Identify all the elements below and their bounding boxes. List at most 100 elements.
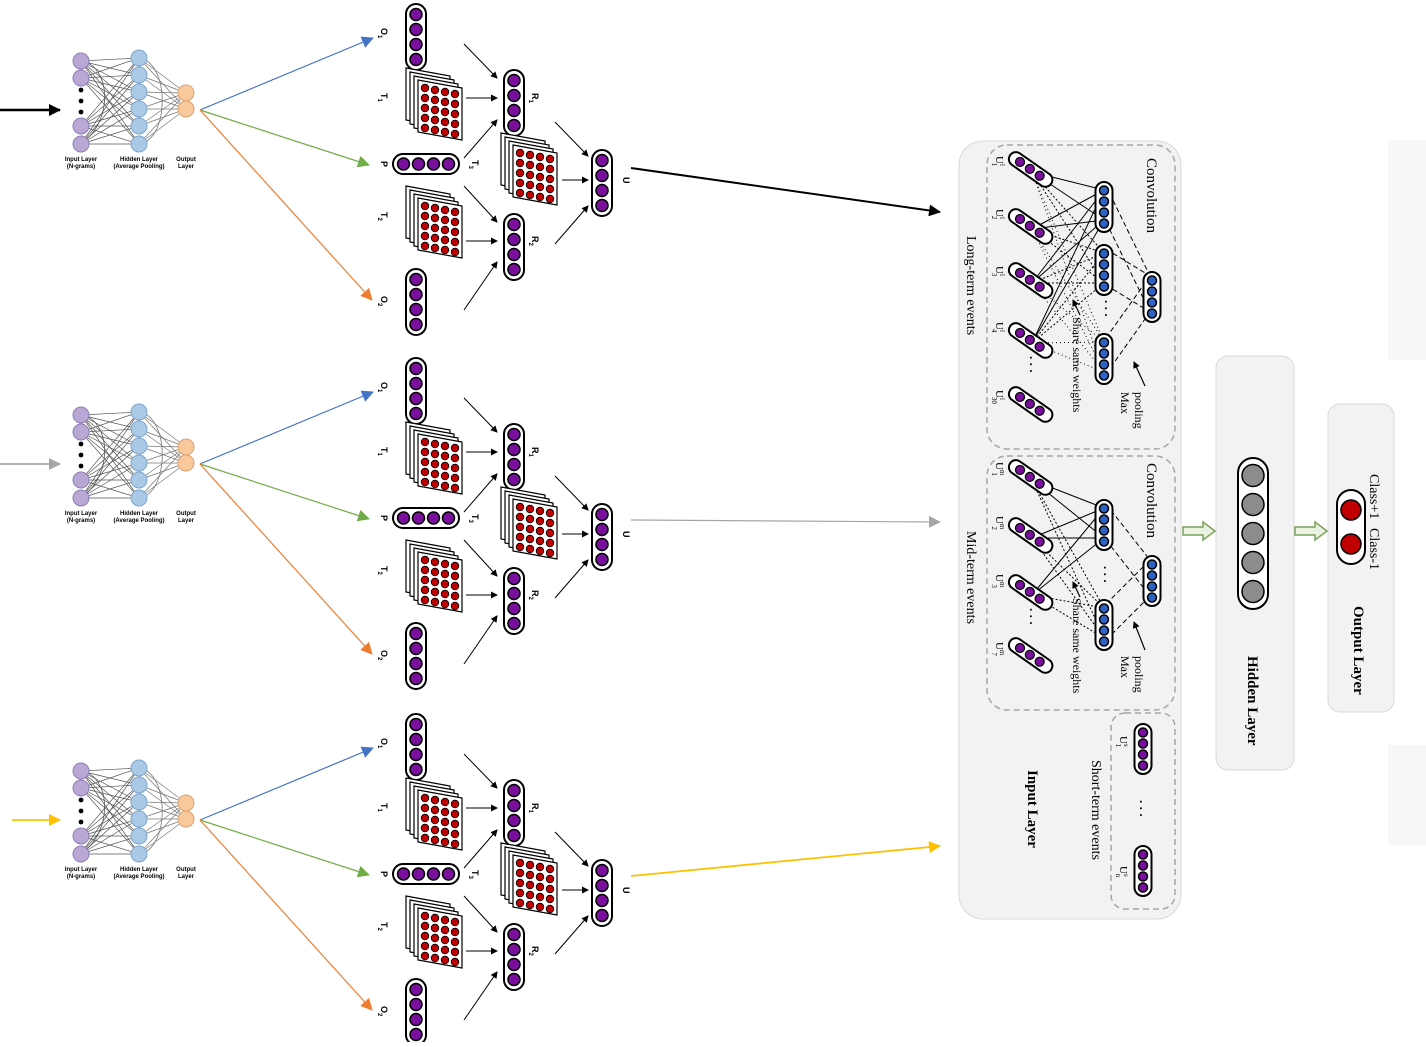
connector — [1031, 479, 1105, 609]
node — [396, 867, 411, 881]
capsule — [1094, 499, 1114, 551]
node — [1034, 341, 1045, 352]
input-layer-label: Input Layer — [65, 511, 98, 517]
connector — [199, 746, 374, 821]
fasttext-network: Input Layer(N-grams)Hidden Layer(Average… — [65, 403, 196, 524]
node — [1146, 559, 1158, 570]
node — [507, 972, 521, 987]
node — [440, 471, 450, 481]
node — [515, 522, 525, 532]
event-vector — [1007, 517, 1054, 554]
r2-label: R2 — [527, 946, 540, 957]
node — [525, 870, 535, 880]
hidden-layer-label: Hidden Layer — [120, 511, 159, 517]
node — [409, 641, 423, 656]
node — [409, 272, 423, 287]
node — [1137, 860, 1149, 871]
r2-label: R2 — [527, 236, 540, 247]
node — [515, 158, 525, 168]
o1-vector — [405, 357, 427, 425]
connector — [463, 971, 498, 1021]
node — [1098, 625, 1110, 636]
connector — [80, 787, 140, 803]
conv-feature-map — [1094, 333, 1114, 385]
node — [409, 391, 423, 406]
max-pooling-label: Max — [1118, 656, 1132, 678]
connector — [463, 43, 498, 79]
connector — [80, 108, 140, 145]
connector — [1031, 219, 1105, 284]
connector — [199, 819, 370, 878]
t2-tensor — [405, 539, 463, 613]
node — [1146, 570, 1158, 581]
node — [440, 127, 450, 137]
node — [507, 586, 521, 601]
output-node — [177, 100, 195, 118]
node — [515, 888, 525, 898]
node — [450, 247, 460, 257]
fasttext-network: Input Layer(N-grams)Hidden Layer(Average… — [65, 49, 196, 170]
node — [1098, 185, 1110, 196]
connector — [80, 428, 140, 499]
p-vector — [392, 863, 460, 885]
node — [450, 839, 460, 849]
connector — [80, 462, 140, 481]
hidden-node — [130, 793, 148, 811]
event-vector — [1007, 386, 1054, 423]
node — [595, 522, 609, 537]
input-layer-label: Input Layer — [65, 157, 98, 163]
node — [545, 528, 555, 538]
connector — [138, 57, 163, 145]
node — [1137, 871, 1149, 882]
node — [1014, 327, 1026, 339]
connector — [80, 57, 140, 127]
connector — [138, 784, 187, 820]
input-layer-sublabel: (N-grams) — [67, 164, 95, 170]
node — [450, 217, 460, 227]
node — [545, 518, 555, 528]
hidden-node — [130, 776, 148, 794]
ellipsis-dot — [78, 797, 84, 803]
r1-vector — [503, 779, 525, 847]
connector — [80, 414, 106, 499]
hidden-layer-label: Hidden Layer — [120, 157, 159, 163]
node — [409, 287, 423, 302]
node — [430, 567, 440, 577]
hidden-layer-sublabel: (Average Pooling) — [113, 874, 164, 880]
node — [440, 797, 450, 807]
node — [1098, 359, 1110, 370]
hidden-node — [130, 117, 148, 135]
node — [440, 235, 450, 245]
r2-label: R2 — [527, 590, 540, 601]
node — [515, 502, 525, 512]
p-label: P — [379, 515, 389, 521]
node — [595, 908, 609, 923]
node — [441, 157, 456, 171]
t2-label: T2 — [376, 212, 389, 222]
connector — [1132, 621, 1146, 651]
node — [545, 174, 555, 184]
ellipsis: . . . — [1027, 356, 1041, 373]
node — [545, 894, 555, 904]
convolution-label: Convolution — [1143, 158, 1159, 234]
node — [1014, 391, 1026, 403]
connector — [80, 818, 140, 837]
node — [450, 917, 460, 927]
capsule — [392, 153, 460, 175]
node — [525, 534, 535, 544]
node — [535, 152, 545, 162]
connector — [138, 446, 187, 481]
node — [1098, 636, 1110, 647]
node — [409, 717, 423, 732]
t3-label: T3 — [467, 870, 480, 880]
node — [440, 87, 450, 97]
node — [450, 453, 460, 463]
node — [450, 109, 460, 119]
node — [535, 546, 545, 556]
node — [420, 921, 430, 931]
node — [525, 880, 535, 890]
node — [1098, 196, 1110, 207]
node — [535, 892, 545, 902]
t1-label: T1 — [376, 93, 389, 103]
u-label: U — [621, 887, 631, 894]
